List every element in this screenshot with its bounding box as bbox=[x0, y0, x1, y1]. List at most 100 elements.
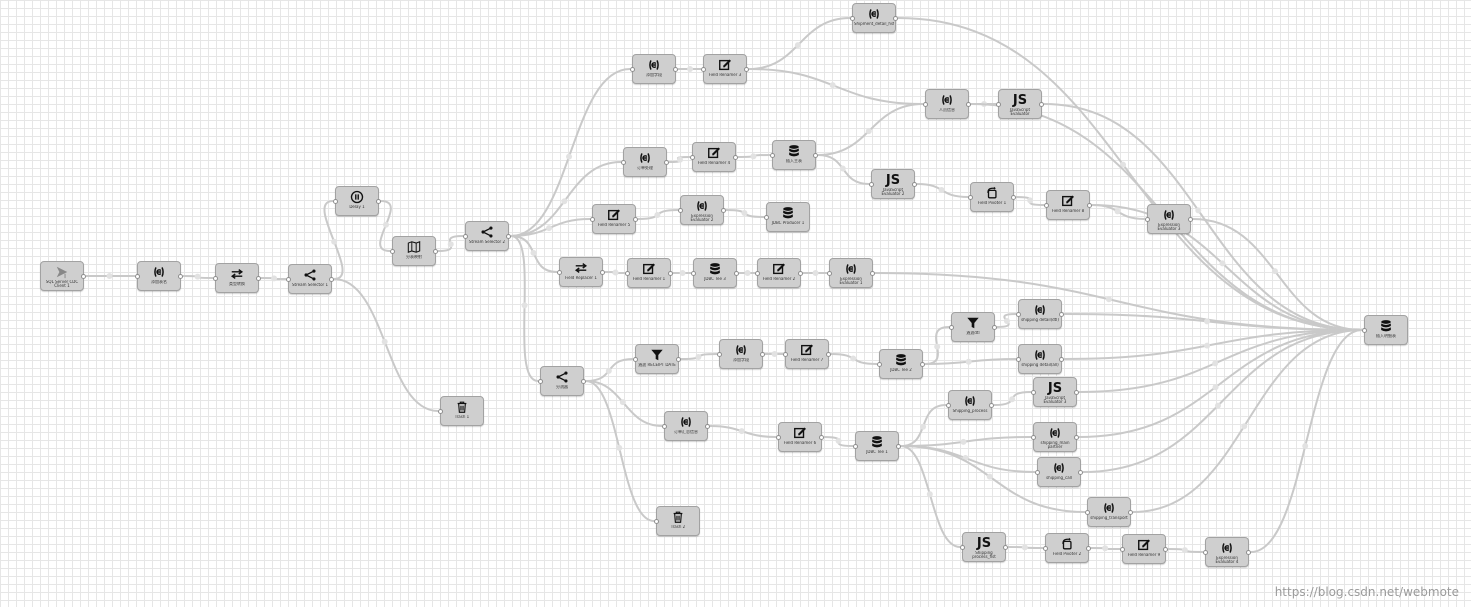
input-port[interactable] bbox=[1016, 312, 1021, 317]
node-insert-main-table[interactable]: 插入主表 bbox=[770, 140, 818, 170]
node-shipping-call[interactable]: shipping_call bbox=[1035, 457, 1083, 487]
connection-line[interactable] bbox=[1192, 218, 1363, 331]
input-port[interactable] bbox=[633, 357, 638, 362]
input-port[interactable] bbox=[1031, 435, 1036, 440]
input-port[interactable] bbox=[1031, 390, 1036, 395]
connection-line[interactable] bbox=[1043, 103, 1363, 331]
output-port[interactable] bbox=[376, 199, 381, 204]
node-field-pivoter-2[interactable]: Field Pivoter 2 bbox=[1043, 533, 1091, 563]
output-port[interactable] bbox=[81, 274, 86, 279]
input-port[interactable] bbox=[701, 67, 706, 72]
node-field-renamer-6[interactable]: Field Renamer 6 bbox=[776, 422, 824, 452]
output-port[interactable] bbox=[633, 217, 638, 222]
input-port[interactable] bbox=[691, 271, 696, 276]
input-port[interactable] bbox=[1362, 328, 1367, 333]
output-port[interactable] bbox=[1074, 435, 1079, 440]
input-port[interactable] bbox=[850, 16, 855, 21]
node-insert-detail-table[interactable]: 插入明细表 bbox=[1362, 315, 1408, 345]
connection-line[interactable] bbox=[1132, 329, 1363, 513]
input-port[interactable] bbox=[557, 270, 562, 275]
node-shipping-detail-all[interactable]: shipping detail(all) bbox=[1016, 344, 1064, 374]
input-port[interactable] bbox=[853, 444, 858, 449]
input-port[interactable] bbox=[869, 182, 874, 187]
node-shipping-transport[interactable]: shipping_transport bbox=[1085, 497, 1133, 527]
output-port[interactable] bbox=[733, 155, 738, 160]
output-port[interactable] bbox=[1059, 357, 1064, 362]
node-field-renamer-7[interactable]: Field Renamer 7 bbox=[783, 339, 831, 369]
output-port[interactable] bbox=[819, 435, 824, 440]
connection-line[interactable] bbox=[1063, 329, 1363, 360]
node-sql-server-cdc-client[interactable]: SQL Server CDC Client 1 bbox=[40, 261, 86, 291]
node-trash-2[interactable]: Trash 2 bbox=[654, 506, 700, 536]
connection-line[interactable] bbox=[510, 68, 631, 237]
node-jdbc-tee-1[interactable]: JDBC Tee 1 bbox=[853, 431, 901, 461]
node-expression-add-table-name[interactable]: 添加表名 bbox=[135, 261, 183, 291]
node-shipping-detail-dtl[interactable]: shipping detail(dtl) bbox=[1016, 299, 1064, 329]
input-port[interactable] bbox=[1035, 470, 1040, 475]
node-shipping-process[interactable]: Shipping_process bbox=[946, 390, 994, 420]
output-port[interactable] bbox=[1074, 390, 1079, 395]
output-port[interactable] bbox=[329, 277, 334, 282]
input-port[interactable] bbox=[654, 519, 659, 524]
output-port[interactable] bbox=[896, 444, 901, 449]
node-filter-receipt-date[interactable]: 過滤 RECEIPT DATE bbox=[633, 344, 681, 374]
input-port[interactable] bbox=[949, 325, 954, 330]
node-expression-evaluator-2[interactable]: Expression Evaluator 2 bbox=[678, 195, 726, 225]
output-port[interactable] bbox=[744, 67, 749, 72]
output-port[interactable] bbox=[1163, 547, 1168, 552]
connection-line[interactable] bbox=[1078, 329, 1363, 438]
output-port[interactable] bbox=[433, 249, 438, 254]
output-port[interactable] bbox=[256, 276, 261, 281]
output-port[interactable] bbox=[826, 352, 831, 357]
output-port[interactable] bbox=[668, 271, 673, 276]
input-port[interactable] bbox=[960, 545, 965, 550]
output-port[interactable] bbox=[581, 379, 586, 384]
node-field-replacer-1[interactable]: Field Replacer 1 bbox=[557, 257, 605, 287]
output-port[interactable] bbox=[673, 67, 678, 72]
node-expression-person-info[interactable]: 人员信息 bbox=[923, 89, 971, 119]
input-port[interactable] bbox=[135, 274, 140, 279]
connection-line[interactable] bbox=[333, 278, 439, 412]
input-port[interactable] bbox=[625, 271, 630, 276]
output-port[interactable] bbox=[1039, 102, 1044, 107]
input-port[interactable] bbox=[630, 67, 635, 72]
input-port[interactable] bbox=[1120, 547, 1125, 552]
output-port[interactable] bbox=[912, 182, 917, 187]
output-port[interactable] bbox=[813, 153, 818, 158]
output-port[interactable] bbox=[893, 16, 898, 21]
node-expression-order-summary[interactable]: 订单汇总信息 bbox=[662, 411, 710, 441]
input-port[interactable] bbox=[764, 215, 769, 220]
input-port[interactable] bbox=[213, 276, 218, 281]
output-port[interactable] bbox=[734, 271, 739, 276]
node-expression-evaluator-3[interactable]: Expression Evaluator 3 bbox=[1145, 204, 1193, 234]
node-jdbc-producer-1[interactable]: JDBC Producer 1 bbox=[764, 202, 810, 232]
input-port[interactable] bbox=[438, 409, 443, 414]
input-port[interactable] bbox=[463, 234, 468, 239]
node-shipping-main-partner[interactable]: shipping_main partner bbox=[1031, 422, 1079, 452]
input-port[interactable] bbox=[1203, 550, 1208, 555]
input-port[interactable] bbox=[755, 271, 760, 276]
node-delay-1[interactable]: Delay 1 bbox=[333, 186, 381, 216]
input-port[interactable] bbox=[621, 160, 626, 165]
connection-line[interactable] bbox=[1091, 204, 1363, 331]
output-port[interactable] bbox=[1011, 195, 1016, 200]
input-port[interactable] bbox=[770, 153, 775, 158]
output-port[interactable] bbox=[966, 102, 971, 107]
output-port[interactable] bbox=[1078, 470, 1083, 475]
node-field-pivoter-1[interactable]: Field Pivoter 1 bbox=[968, 182, 1016, 212]
output-port[interactable] bbox=[798, 271, 803, 276]
output-port[interactable] bbox=[1188, 217, 1193, 222]
connection-line[interactable] bbox=[1063, 313, 1363, 331]
input-port[interactable] bbox=[923, 102, 928, 107]
output-port[interactable] bbox=[1059, 312, 1064, 317]
output-port[interactable] bbox=[721, 208, 726, 213]
output-port[interactable] bbox=[1246, 550, 1251, 555]
input-port[interactable] bbox=[717, 352, 722, 357]
node-field-renamer-5[interactable]: Field Renamer 5 bbox=[590, 204, 638, 234]
node-expression-order-process[interactable]: 订单处理 bbox=[621, 147, 669, 177]
node-stream-selector-1[interactable]: Stream Selector 1 bbox=[286, 264, 334, 294]
input-port[interactable] bbox=[538, 379, 543, 384]
